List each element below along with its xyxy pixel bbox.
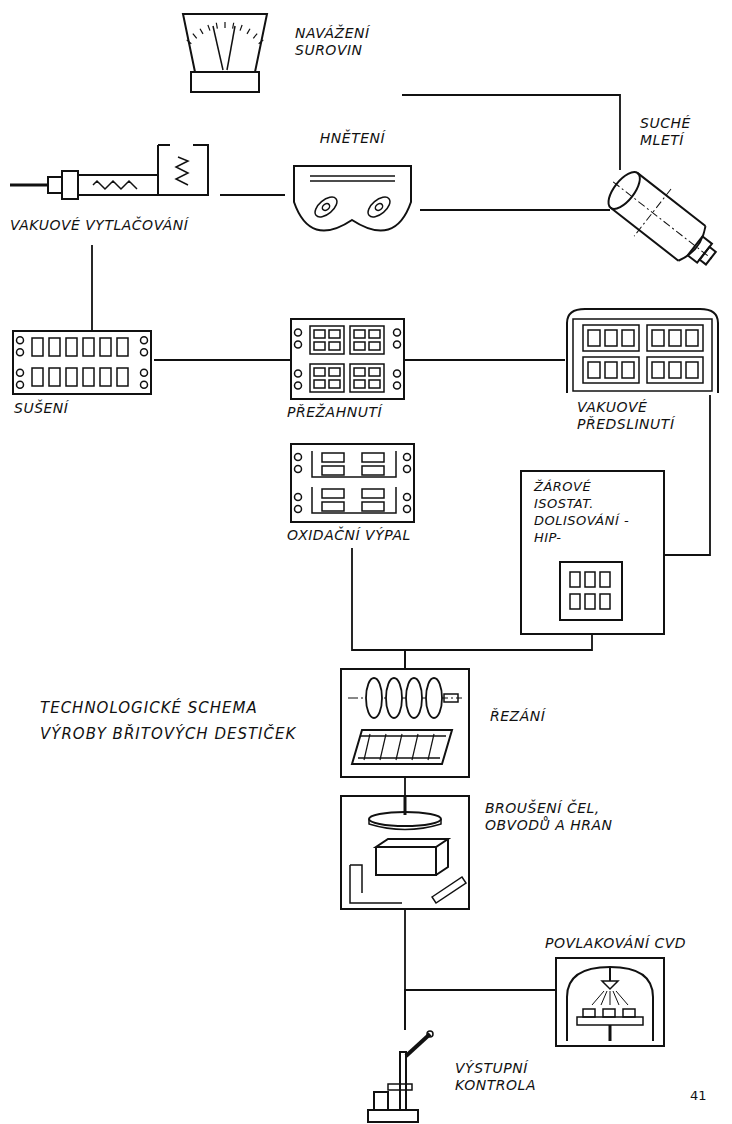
step-label: VAKUOVÉ VYTLAČOVÁNÍ — [10, 217, 220, 234]
step-label: SUŠENÍ — [14, 400, 154, 417]
step-label: VÝSTUPNÍ KONTROLA — [455, 1060, 555, 1094]
process-step: BROUŠENÍ ČEL, OBVODŮ A HRAN — [340, 795, 640, 910]
step-label: BROUŠENÍ ČEL, OBVODŮ A HRAN — [485, 800, 635, 834]
process-step: HNĚTENÍ — [285, 130, 420, 250]
grind-icon — [340, 795, 470, 910]
step-label: ŘEZÁNÍ — [490, 708, 585, 725]
process-step: ŽÁROVÉ ISOSTAT. DOLISOVÁNÍ -HIP- — [520, 470, 665, 635]
step-label: ŽÁROVÉ ISOSTAT. DOLISOVÁNÍ -HIP- — [534, 478, 634, 546]
prezah-icon — [290, 318, 405, 400]
flow-connector — [405, 990, 555, 1030]
flow-connector — [154, 359, 290, 361]
saw-icon — [340, 668, 470, 778]
step-label: VAKUOVÉ PŘEDSLINUTÍ — [577, 399, 687, 433]
flow-connector — [404, 778, 406, 795]
step-label: PŘEŽAHNUTÍ — [287, 404, 412, 421]
page-number: 41 — [690, 1088, 707, 1103]
process-step: POVLAKOVÁNÍ CVD — [545, 935, 705, 1050]
process-step: ŘEZÁNÍ — [340, 668, 590, 778]
diagram-title: TECHNOLOGICKÉ SCHEMA VÝROBY BŘITOVÝCH DE… — [40, 695, 325, 747]
process-step: SUCHÉ MLETÍ — [598, 115, 728, 273]
process-step: VAKUOVÉ PŘEDSLINUTÍ — [565, 305, 723, 437]
step-label: POVLAKOVÁNÍ CVD — [545, 935, 705, 952]
step-label: SUCHÉ MLETÍ — [640, 115, 726, 149]
susen-icon — [12, 330, 152, 395]
flow-connector — [402, 95, 620, 170]
flow-connector — [405, 359, 565, 361]
flow-connector — [420, 209, 610, 211]
step-label: OXIDAČNÍ VÝPAL — [287, 527, 427, 544]
process-step: NAVÁŽENÍ SUROVIN — [170, 10, 402, 100]
mill-icon — [600, 160, 725, 270]
flow-connector — [91, 245, 93, 330]
process-step: VÝSTUPNÍ KONTROLA — [360, 1030, 560, 1124]
process-step: OXIDAČNÍ VÝPAL — [285, 443, 429, 548]
extruder-icon — [8, 135, 208, 210]
process-step: PŘEŽAHNUTÍ — [285, 318, 414, 426]
vakuum-icon — [565, 305, 720, 395]
step-label: NAVÁŽENÍ SUROVIN — [295, 25, 395, 59]
cvd-icon — [555, 957, 665, 1047]
flow-connector — [220, 194, 285, 196]
hip-icon — [520, 470, 665, 635]
process-step: SUŠENÍ — [12, 330, 154, 422]
step-label: HNĚTENÍ — [285, 130, 420, 147]
scope-icon — [360, 1030, 440, 1124]
scale-icon — [175, 10, 275, 95]
trough-icon — [290, 162, 415, 247]
oxid-icon — [290, 443, 415, 523]
process-step: VAKUOVÉ VYTLAČOVÁNÍ — [8, 135, 220, 245]
flow-connector — [405, 635, 592, 668]
flow-connector — [352, 548, 405, 668]
